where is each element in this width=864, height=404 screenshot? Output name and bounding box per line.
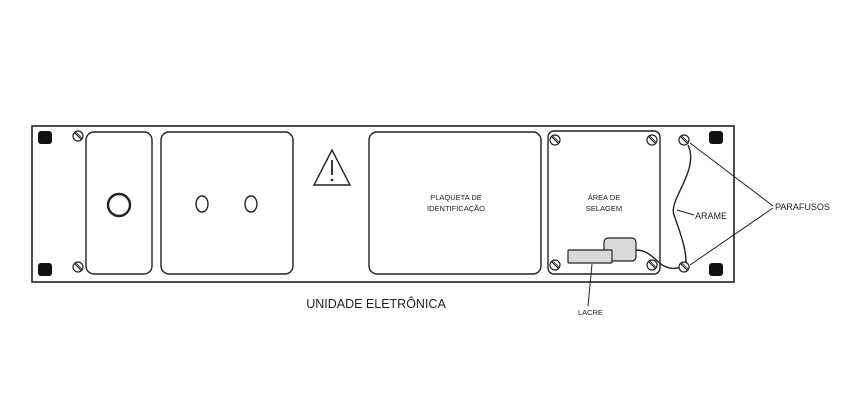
module-connector-panel <box>160 131 294 275</box>
knob-icon <box>106 192 132 218</box>
sealing-area-label-line1: ÁREA DE <box>588 193 621 202</box>
lacre-leader <box>587 263 593 307</box>
screw-icon <box>549 134 561 146</box>
identification-plate <box>368 131 542 275</box>
screw-icon <box>549 259 561 271</box>
connector-right-icon <box>244 195 258 213</box>
seal-strip <box>567 249 613 264</box>
arame-leader <box>676 209 695 216</box>
mounting-hole-icon <box>709 131 723 144</box>
identification-plate-label-line1: PLAQUETA DE <box>430 193 482 202</box>
lacre-label: LACRE <box>578 308 603 317</box>
parafusos-label: PARAFUSOS <box>775 202 830 212</box>
mounting-hole-icon <box>38 131 52 144</box>
mounting-hole-icon <box>709 263 723 276</box>
seal-wire <box>635 249 684 270</box>
parafusos-leader-top <box>689 142 774 207</box>
screw-icon <box>72 130 84 142</box>
sealing-area-label-line2: SELAGEM <box>586 204 622 213</box>
screw-icon <box>678 134 690 146</box>
unit-title: UNIDADE ELETRÔNICA <box>306 296 446 311</box>
arame-wire <box>672 144 692 263</box>
arame-label: ARAME <box>695 211 727 221</box>
connector-left-icon <box>195 195 209 213</box>
mounting-hole-icon <box>38 263 52 276</box>
screw-icon <box>678 261 690 273</box>
screw-icon <box>646 134 658 146</box>
warning-triangle-icon <box>312 148 352 186</box>
screw-icon <box>646 259 658 271</box>
parafusos-leader-bottom <box>689 207 774 266</box>
screw-icon <box>72 261 84 273</box>
identification-plate-label-line2: IDENTIFICAÇÃO <box>427 204 485 213</box>
